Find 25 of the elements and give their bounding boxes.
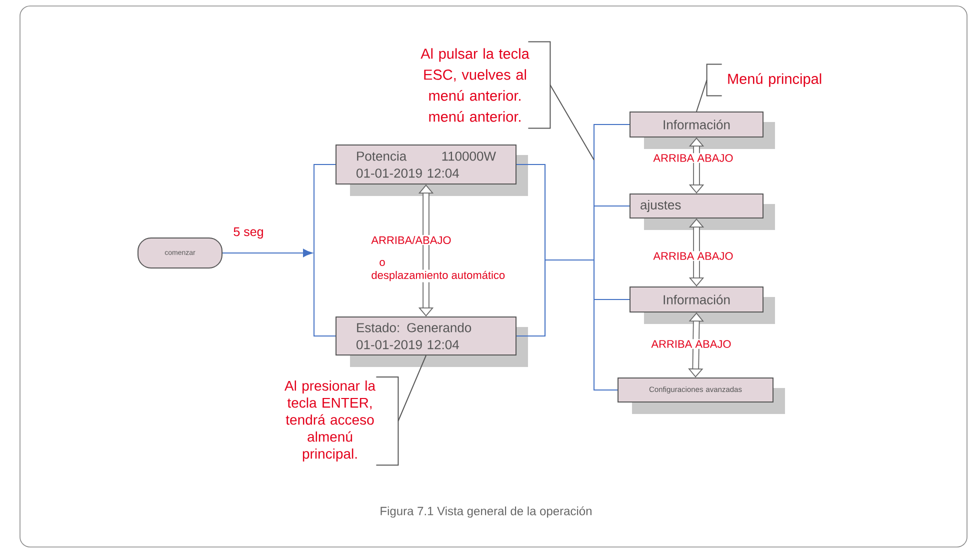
leader-line: [696, 80, 708, 112]
leader-line: [550, 84, 594, 160]
annotation-text: o: [378, 259, 386, 268]
double-arrow: [688, 218, 704, 286]
callout-text: Menú principal: [728, 73, 822, 87]
double-arrow: [688, 138, 704, 194]
edge-label: ARRIBA ABAJO: [650, 339, 732, 349]
edge-label: 5 seg: [234, 227, 263, 239]
menu-box: ajustes: [630, 194, 764, 218]
display-box: Potencia 110000W 01-01-2019 12:04: [336, 144, 516, 184]
edge-label: ARRIBA ABAJO: [652, 251, 734, 261]
display-box: Estado: Generando 01-01-2019 12:04: [336, 316, 516, 356]
callout-text: Al presionar la tecla ENTER, tendrá acceso almenú principal.: [284, 380, 376, 462]
connector-line: [516, 260, 618, 390]
arrow: [222, 248, 313, 258]
callout-text: Al pulsar la tecla ESC, vuelves al menú anterior. menú anterior.: [420, 48, 530, 122]
edge-label: ARRIBA ABAJO: [652, 153, 734, 163]
double-arrow: [418, 184, 434, 316]
annotation-text: desplazamiento automático: [370, 270, 506, 282]
menu-box: Información: [630, 112, 764, 138]
connector-line: [314, 164, 336, 336]
leader-line: [398, 355, 426, 422]
figure-caption: Figura 7.1 Vista general de la operación: [380, 506, 592, 518]
menu-box: Información: [630, 286, 764, 312]
edge-label: ARRIBA/ABAJO: [370, 234, 452, 246]
